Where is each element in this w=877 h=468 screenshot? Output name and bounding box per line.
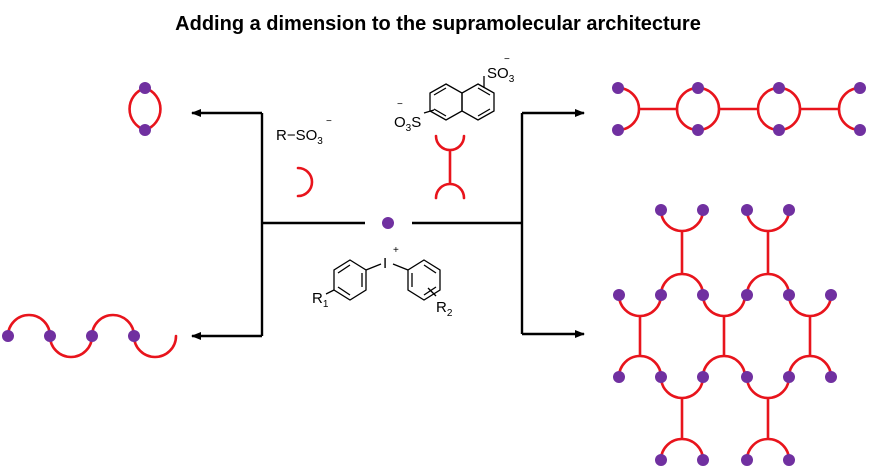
svg-text:−: − — [397, 99, 403, 110]
svg-text:R1: R1 — [312, 290, 329, 310]
svg-text:R−SO3: R−SO3 — [276, 127, 323, 147]
naphthalene-disulfonate: SO3 − O3S − — [394, 54, 515, 134]
2d-network — [613, 204, 837, 466]
svg-text:+: + — [393, 245, 399, 256]
svg-text:R2: R2 — [436, 299, 453, 319]
svg-text:O3S: O3S — [394, 114, 421, 134]
reaction-arrows — [191, 109, 585, 340]
monosulfonate-label: R−SO3 − — [276, 116, 332, 147]
monosulfonate-half-arc — [296, 166, 314, 198]
svg-text:I: I — [383, 255, 387, 272]
svg-text:−: − — [326, 116, 332, 127]
helical-chain — [2, 313, 178, 359]
iodine-node — [382, 217, 394, 229]
svg-text:SO3: SO3 — [487, 65, 515, 85]
scheme-title: Adding a dimension to the supramolecular… — [175, 13, 701, 35]
svg-text:−: − — [504, 54, 510, 65]
ladder-chain — [612, 82, 866, 136]
disulfonate-bis-arc — [434, 134, 466, 200]
diaryliodonium-structure: I + R1 R2 — [312, 245, 453, 319]
macrocycle-dimer — [128, 82, 162, 136]
